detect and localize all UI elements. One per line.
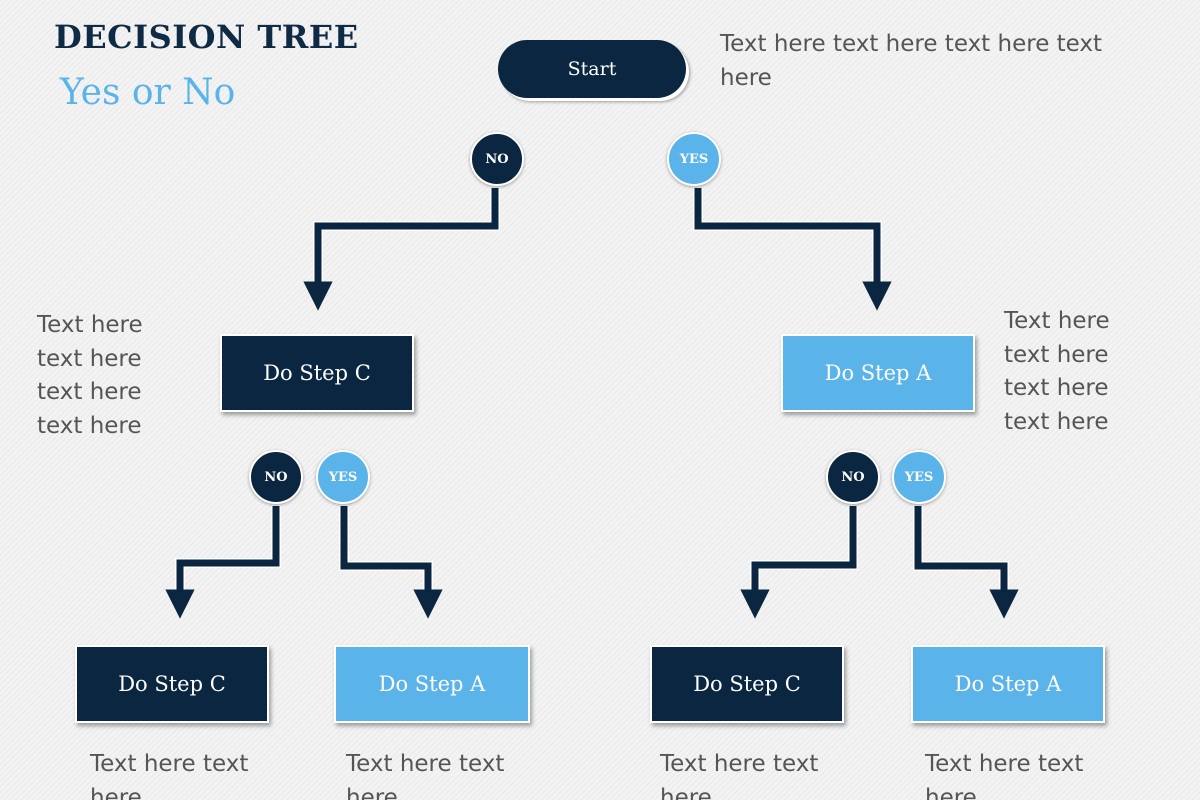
- note-bottom-1: Text here text here: [90, 751, 249, 800]
- step-c-level2-1: Do Step C: [75, 645, 269, 723]
- badge-no-left: NO: [249, 450, 303, 504]
- step-a-level2-2: Do Step A: [334, 645, 530, 723]
- step-c-level2-3: Do Step C: [650, 645, 844, 723]
- arrow-left-no: [165, 506, 280, 619]
- diagram-title: DECISION TREE: [54, 18, 359, 56]
- arrow-right-no: [740, 506, 857, 619]
- diagram-subtitle: Yes or No: [60, 72, 236, 113]
- arrow-yes-to-step-a: [694, 188, 892, 311]
- start-node: Start: [498, 40, 686, 98]
- arrow-right-yes: [914, 506, 1019, 619]
- badge-yes-left: YES: [316, 450, 370, 504]
- arrow-left-yes: [340, 506, 443, 619]
- note-left: Text here text here text here text here: [37, 312, 143, 439]
- note-bottom-2: Text here text here: [346, 751, 505, 800]
- badge-no-top: NO: [470, 132, 524, 186]
- badge-no-right: NO: [826, 450, 880, 504]
- note-bottom-3: Text here text here: [660, 751, 819, 800]
- note-bottom-4: Text here text here: [925, 751, 1084, 800]
- badge-yes-right: YES: [892, 450, 946, 504]
- note-top: Text here text here text here text here: [720, 31, 1103, 91]
- step-a-level2-4: Do Step A: [911, 645, 1105, 723]
- step-c-level1: Do Step C: [220, 334, 414, 412]
- badge-yes-top: YES: [667, 132, 721, 186]
- note-right: Text here text here text here text here: [1004, 308, 1110, 435]
- arrow-no-to-step-c: [303, 188, 499, 311]
- step-a-level1: Do Step A: [781, 334, 975, 412]
